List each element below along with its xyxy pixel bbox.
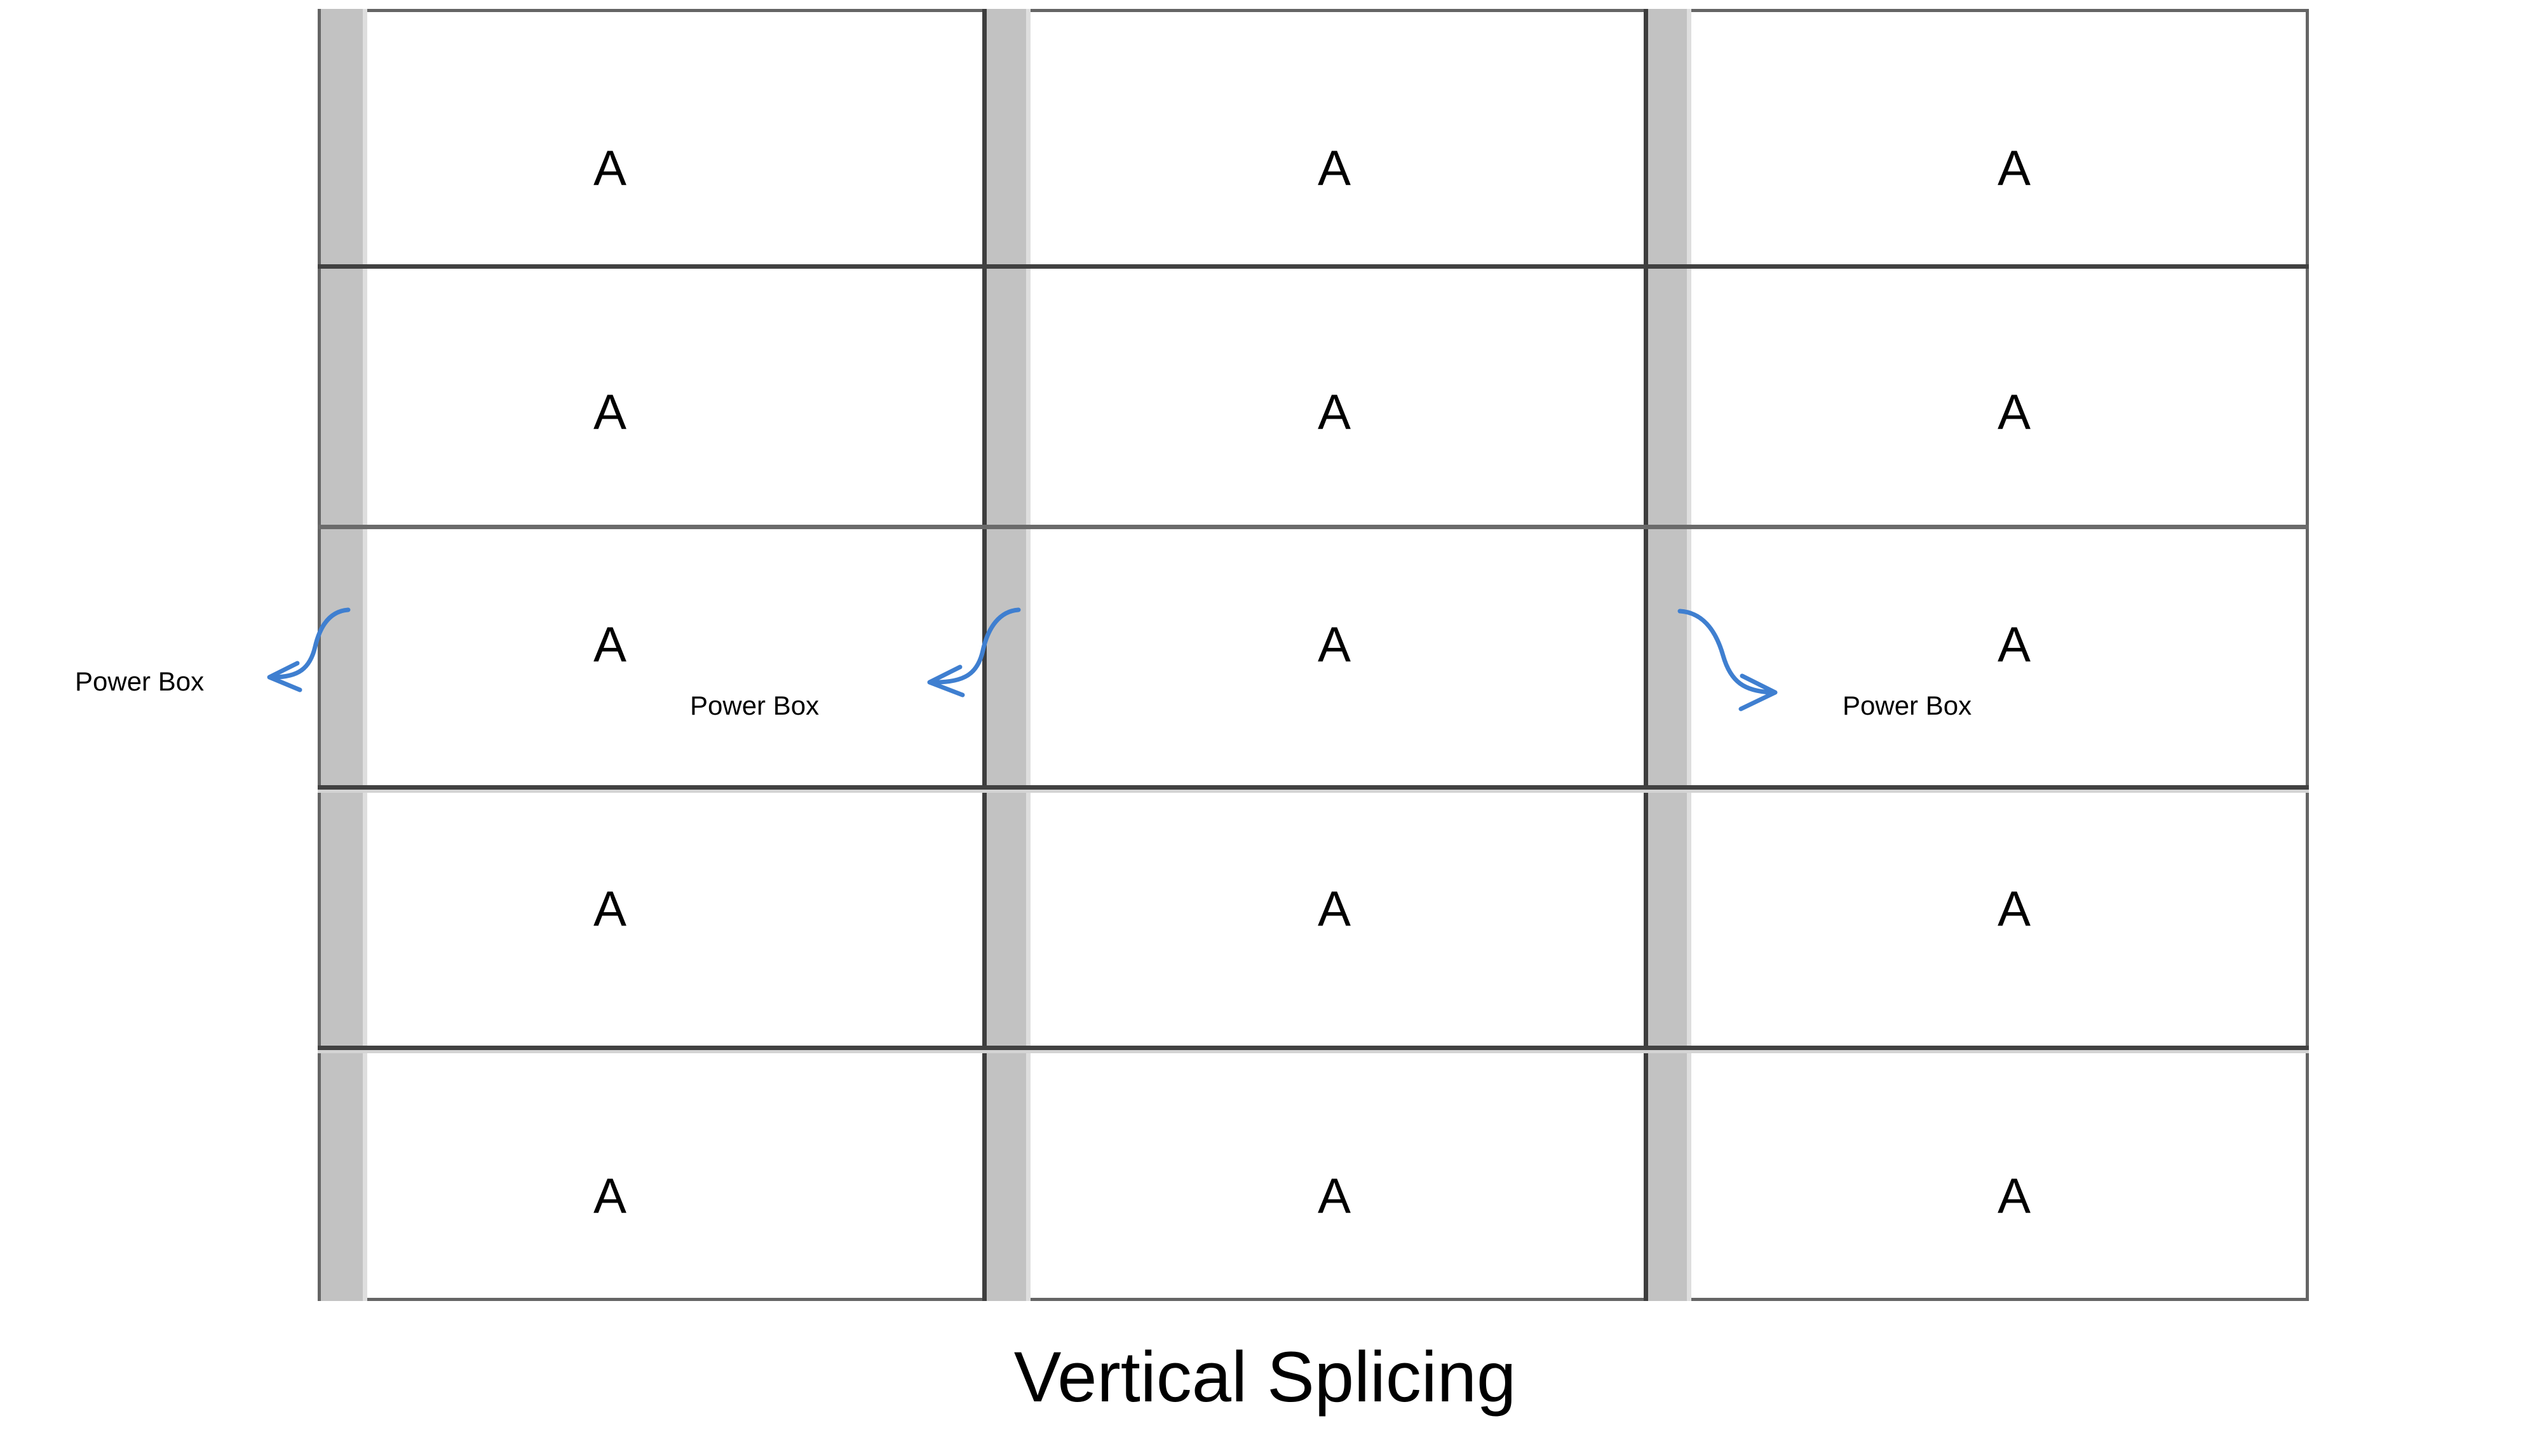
panel-label: A xyxy=(1317,384,1351,440)
power-box-strip-1 xyxy=(321,9,367,1301)
display-wall-grid: A A A A A A A A A A A A A A A xyxy=(318,9,2309,1301)
diagram-caption: Vertical Splicing xyxy=(1013,1337,1517,1417)
column-divider-2 xyxy=(1644,9,1648,1301)
panel-label: A xyxy=(1317,1168,1351,1223)
row-divider-4-hairline xyxy=(318,1050,2309,1053)
row-divider-1 xyxy=(318,264,2309,269)
panel-label: A xyxy=(593,384,627,440)
power-box-label-right: Power Box xyxy=(1843,691,1972,720)
panel-label: A xyxy=(593,140,627,196)
panel-label: A xyxy=(1997,616,2031,672)
panel-label: A xyxy=(1997,880,2031,936)
power-box-label-middle: Power Box xyxy=(690,691,820,720)
panel-label: A xyxy=(593,1168,627,1223)
row-divider-3-hairline xyxy=(318,790,2309,793)
power-box-strip-2 xyxy=(986,9,1031,1301)
row-divider-4 xyxy=(318,1046,2309,1053)
panel-label: A xyxy=(1317,616,1351,672)
row-divider-3 xyxy=(318,785,2309,793)
grid-outline xyxy=(318,9,2309,1301)
power-box-strip-3-edge xyxy=(1687,9,1691,1301)
panel-label: A xyxy=(1997,384,2031,440)
power-box-strip-3 xyxy=(1647,9,1691,1301)
panel-label: A xyxy=(1317,140,1351,196)
panel-label: A xyxy=(1997,140,2031,196)
power-box-strip-1-edge xyxy=(363,9,367,1301)
panel-label: A xyxy=(593,880,627,936)
column-divider-1 xyxy=(982,9,987,1301)
panel-label: A xyxy=(1317,880,1351,936)
power-box-strip-2-edge xyxy=(1026,9,1031,1301)
power-box-label-left: Power Box xyxy=(75,666,205,696)
panel-label: A xyxy=(593,616,627,672)
row-divider-2 xyxy=(318,525,2309,529)
panel-label: A xyxy=(1997,1168,2031,1223)
